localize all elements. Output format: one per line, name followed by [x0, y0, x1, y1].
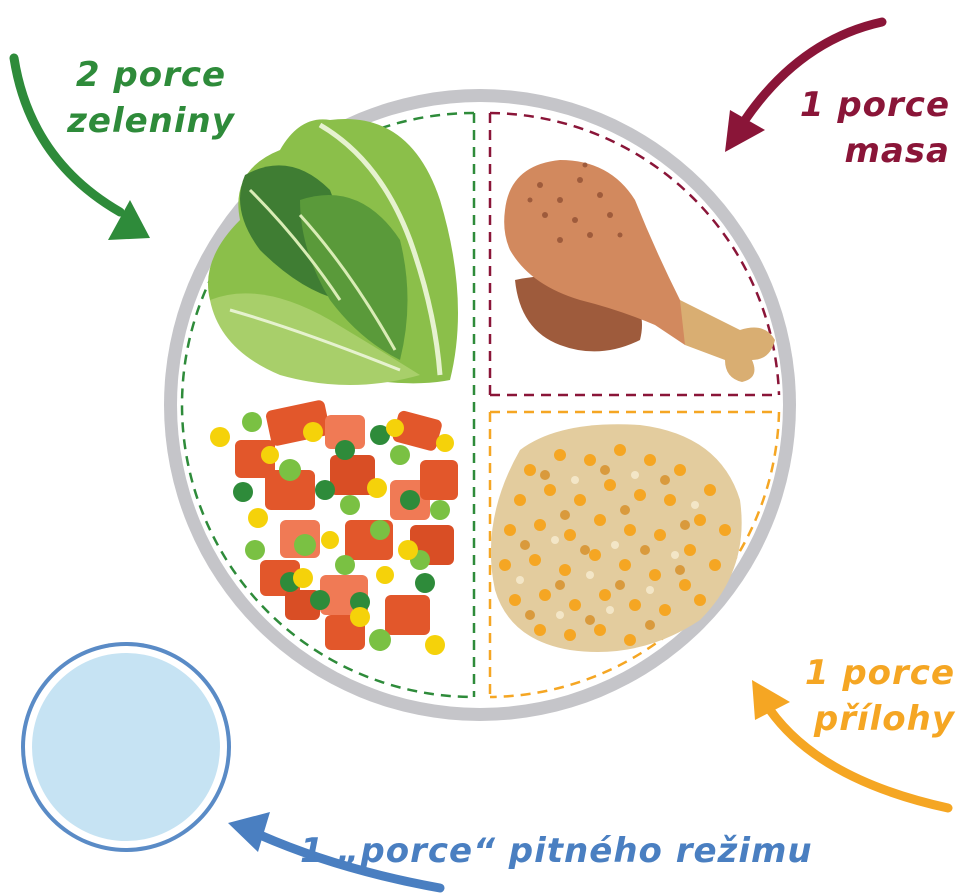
meat-label-line1: 1 porce — [790, 82, 950, 128]
side-label-line1: 1 porce — [790, 650, 955, 696]
vegetables-label-line1: 2 porce — [56, 52, 246, 98]
water-glass-illustration — [21, 642, 231, 852]
meat-label: 1 porce masa — [790, 82, 950, 174]
vegetables-label-line2: zeleniny — [56, 98, 246, 144]
drink-label: 1 „porce“ pitného režimu — [300, 828, 860, 874]
side-label-line2: přílohy — [790, 696, 955, 742]
drink-label-text: 1 „porce“ pitného režimu — [300, 828, 860, 874]
meat-label-line2: masa — [790, 128, 950, 174]
side-label: 1 porce přílohy — [790, 650, 955, 742]
vegetables-label: 2 porce zeleniny — [56, 52, 246, 144]
